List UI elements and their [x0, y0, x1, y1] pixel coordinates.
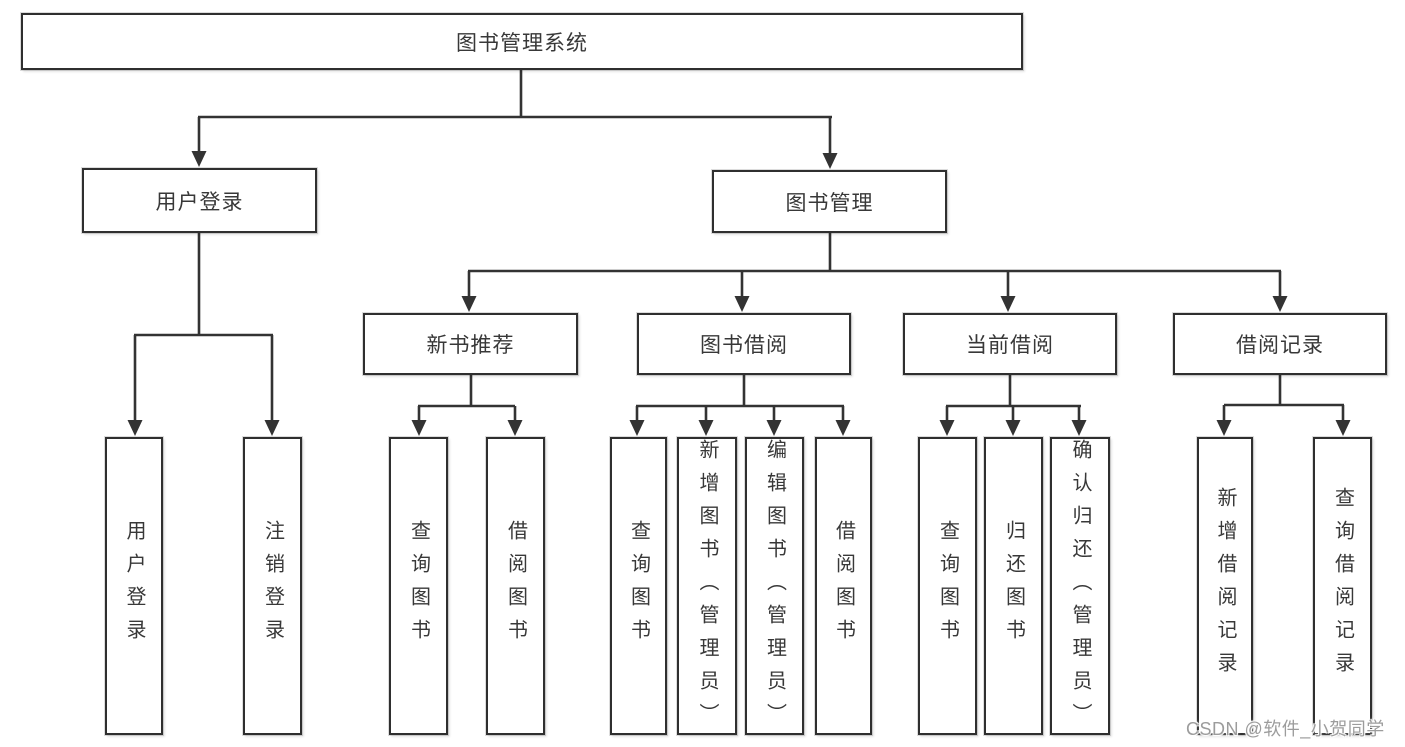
leaf-current-return-books: 归还图书 — [984, 437, 1043, 735]
arrow-down-icon — [1272, 271, 1288, 312]
node-book-management: 图书管理 — [712, 170, 947, 233]
leaf-recommend-query-books: 查询图书 — [389, 437, 448, 735]
leaf-recommend-borrow-books: 借阅图书 — [486, 437, 545, 735]
arrow-down-icon — [1335, 405, 1351, 436]
connector-book-management — [468, 233, 1281, 273]
leaf-records-query-record: 查询借阅记录 — [1313, 437, 1372, 735]
leaf-borrow-add-books-admin: 新增图书（管理员） — [677, 437, 737, 736]
node-book-borrow: 图书借阅 — [637, 313, 851, 375]
node-user-login: 用户登录 — [82, 168, 317, 233]
node-new-book-recommend: 新书推荐 — [363, 313, 578, 375]
arrow-down-icon — [411, 406, 427, 436]
leaf-current-query-books: 查询图书 — [918, 437, 977, 735]
leaf-records-add-record: 新增借阅记录 — [1197, 437, 1253, 735]
leaf-borrow-query-books: 查询图书 — [610, 437, 667, 735]
arrow-down-icon — [264, 335, 280, 436]
arrow-down-icon — [127, 335, 143, 436]
leaf-borrow-borrow-books: 借阅图书 — [815, 437, 872, 735]
leaf-logout: 注销登录 — [243, 437, 302, 735]
arrow-down-icon — [461, 271, 477, 312]
arrow-down-icon — [822, 117, 838, 169]
arrow-down-icon — [1216, 405, 1232, 436]
arrow-down-icon — [629, 406, 645, 436]
arrow-down-icon — [507, 406, 523, 436]
arrow-down-icon — [191, 117, 207, 167]
leaf-borrow-edit-books-admin: 编辑图书（管理员） — [745, 437, 804, 736]
arrow-down-icon — [835, 406, 851, 436]
connector-current-borrow — [946, 375, 1081, 408]
connector-borrow-records — [1224, 375, 1344, 407]
arrow-down-icon — [1005, 406, 1021, 436]
arrow-down-icon — [1000, 271, 1016, 312]
node-current-borrow: 当前借阅 — [903, 313, 1117, 375]
connector-root — [198, 70, 832, 119]
csdn-watermark: CSDN @软件_小贺同学 — [1186, 719, 1385, 739]
arrow-down-icon — [939, 406, 955, 436]
node-borrow-records: 借阅记录 — [1173, 313, 1387, 375]
arrow-down-icon — [734, 271, 750, 312]
leaf-user-login: 用户登录 — [105, 437, 163, 735]
node-root: 图书管理系统 — [21, 13, 1023, 70]
connector-new-book — [418, 375, 515, 408]
arrow-down-icon — [1071, 406, 1087, 436]
arrow-down-icon — [766, 406, 782, 436]
arrow-down-icon — [698, 406, 714, 436]
connector-user-login — [134, 233, 273, 337]
leaf-current-confirm-return-admin: 确认归还（管理员） — [1050, 437, 1110, 736]
connector-book-borrow — [636, 375, 844, 408]
